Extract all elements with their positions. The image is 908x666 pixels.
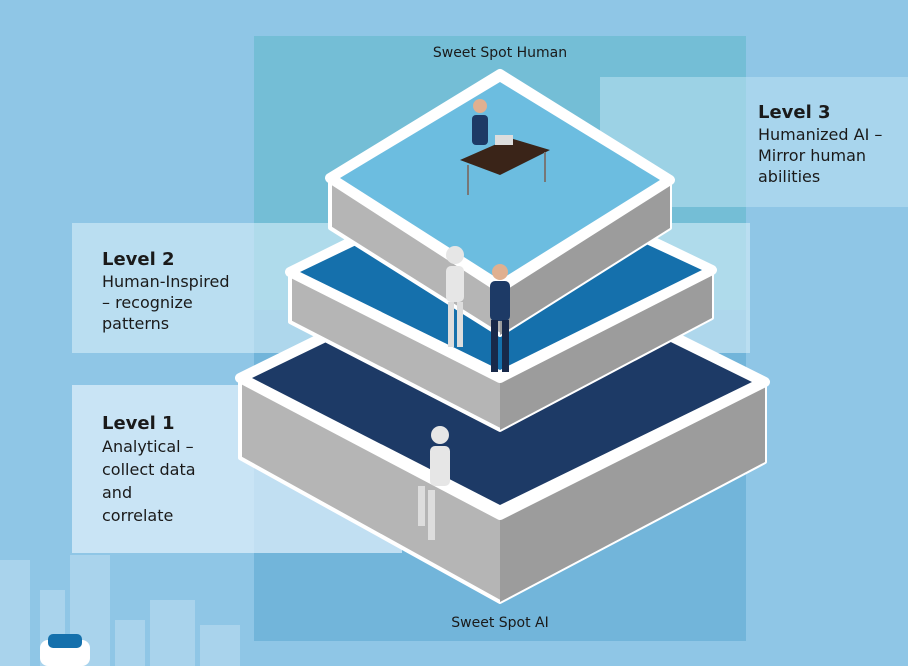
robot-figure-level-2 — [446, 246, 464, 347]
sweet-spot-ai-label: Sweet Spot AI — [451, 615, 549, 631]
robot-figure-level-1 — [418, 426, 450, 540]
level-1-title: Level 1 — [102, 413, 175, 434]
level-1-desc-line: and — [102, 483, 133, 502]
level-1-desc-line: correlate — [102, 506, 174, 525]
human-figure-level-2 — [490, 264, 510, 372]
level-1-desc-line: Analytical – — [102, 437, 194, 456]
level-3-desc-line: Mirror human — [758, 146, 867, 165]
human-at-desk-figure — [460, 99, 550, 195]
car-icon — [40, 634, 90, 666]
city-skyline — [0, 555, 240, 666]
level-2-text: Level 2 Human-Inspired – recognize patte… — [102, 249, 230, 334]
level-3-title: Level 3 — [758, 102, 831, 123]
level-1-text: Level 1 Analytical – collect data and co… — [102, 413, 196, 527]
level-3-desc-line: Humanized AI – — [758, 125, 883, 144]
level-3-text: Level 3 Humanized AI – Mirror human abil… — [758, 102, 882, 187]
level-2-desc-line: – recognize — [102, 293, 193, 312]
sweet-spot-human-label: Sweet Spot Human — [432, 45, 568, 61]
level-2-desc-line: Human-Inspired — [102, 272, 230, 291]
level-2-desc-line: patterns — [102, 314, 170, 333]
level-2-title: Level 2 — [102, 249, 175, 270]
level-1-desc-line: collect data — [102, 460, 196, 479]
level-3-desc-line: abilities — [758, 167, 821, 186]
